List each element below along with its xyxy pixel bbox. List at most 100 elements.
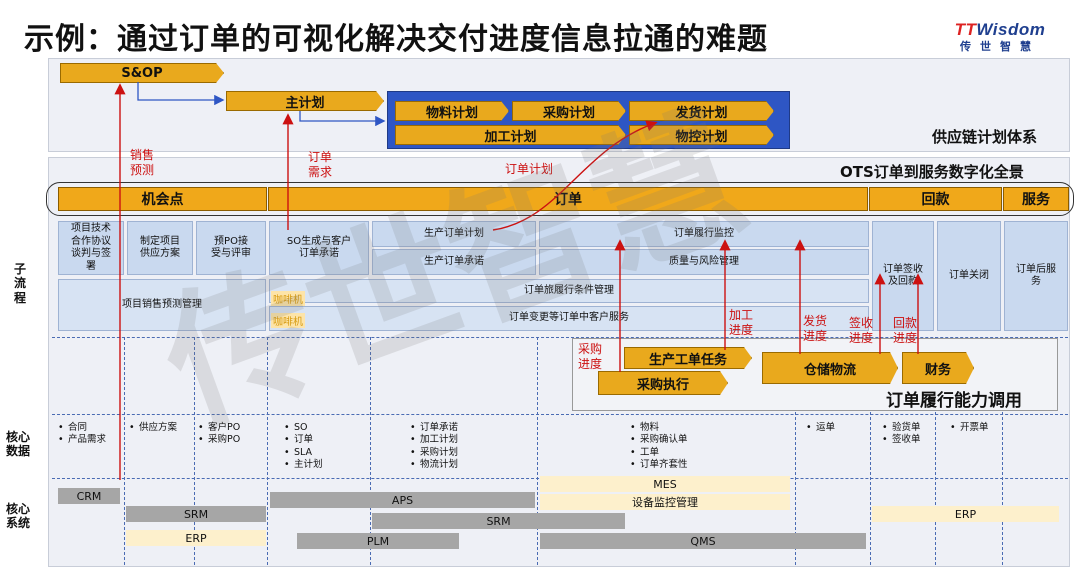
stage-frame — [46, 182, 1074, 216]
system-mes: MES — [540, 476, 790, 492]
label-ship-progress: 发货 进度 — [803, 314, 828, 343]
core-data-text: 工单 — [640, 446, 660, 458]
purchase-plan: 采购计划 — [512, 101, 626, 121]
system-erp-1: ERP — [126, 530, 266, 546]
label-processing-progress: 加工 进度 — [729, 308, 754, 337]
core-data-text: 合同 — [68, 422, 88, 433]
core-data-item: •验货单 — [882, 422, 921, 433]
subprocess-prod-order-commit: 生产订单承诺 — [372, 249, 536, 275]
column-divider — [1002, 337, 1003, 565]
subprocess-order-monitor: 订单履行监控 — [539, 221, 869, 247]
core-data-list: •开票单 — [950, 422, 989, 434]
core-data-item: •运单 — [806, 422, 836, 433]
core-data-text: 加工计划 — [420, 434, 459, 446]
core-data-item: •SO — [284, 422, 308, 433]
label-order-plan: 订单计划 — [505, 162, 554, 176]
column-divider — [795, 337, 796, 565]
planning-caption: 供应链计划体系 — [932, 128, 1038, 146]
highlight-note-2: 咖啡机 — [271, 313, 305, 328]
arrow-master-to-plans — [299, 111, 386, 127]
system-crm: CRM — [58, 488, 120, 504]
subprocess-change-service: 订单变更等订单中客户服务 — [269, 306, 869, 331]
system-plm: PLM — [297, 533, 459, 549]
core-data-list: •供应方案 — [129, 422, 177, 434]
logo-cn: 传世智慧 — [960, 40, 1040, 53]
capability-purchase: 采购执行 — [598, 371, 728, 395]
stage-service: 服务 — [1003, 187, 1069, 211]
core-data-list: •物料•采购确认单•工单•订单齐套性 — [630, 422, 688, 471]
capability-production: 生产工单任务 — [624, 347, 752, 369]
core-data-item: •物料 — [630, 422, 660, 433]
capability-finance: 财务 — [902, 352, 974, 384]
core-data-list: •运单 — [806, 422, 835, 434]
system-srm-2: SRM — [372, 513, 625, 529]
stage-opportunity: 机会点 — [58, 187, 267, 211]
core-data-item: •合同 — [58, 422, 88, 433]
column-divider — [537, 337, 538, 565]
core-data-item: •订单承诺 — [410, 422, 459, 433]
column-divider — [370, 337, 371, 565]
capability-logistics: 仓储物流 — [762, 352, 898, 384]
subprocess-sales-forecast-mgmt: 项目销售预测管理 — [58, 279, 266, 331]
arrow-order-plan — [492, 120, 658, 231]
subprocess-contract: 项目技术 合作协议 谈判与签 署 — [58, 221, 124, 275]
page-title: 示例：通过订单的可视化解决交付进度信息拉通的难题 — [24, 22, 768, 57]
core-data-list: •客户PO•采购PO — [198, 422, 240, 447]
ots-caption: OTS订单到服务数字化全景 — [840, 163, 1024, 181]
subprocess-prod-order-plan: 生产订单计划 — [372, 221, 536, 247]
core-data-item: •工单 — [630, 446, 660, 458]
stage-order: 订单 — [268, 187, 868, 211]
core-data-text: 物料 — [640, 422, 660, 433]
capability-caption: 订单履行能力调用 — [886, 391, 1022, 411]
system-qms: QMS — [540, 533, 866, 549]
label-sign-progress: 签收 进度 — [849, 316, 874, 345]
core-data-item: •采购PO — [198, 434, 241, 446]
arrow-snop-to-master — [137, 82, 225, 106]
label-payment-progress: 回款 进度 — [893, 316, 918, 345]
core-data-text: 产品需求 — [68, 434, 107, 446]
core-data-text: 采购计划 — [420, 446, 459, 458]
core-data-list: •验货单•签收单 — [882, 422, 921, 447]
material-control-plan: 物控计划 — [629, 125, 774, 145]
side-label-core-system: 核心 系统 — [6, 502, 31, 531]
core-data-text: 供应方案 — [139, 422, 178, 433]
label-order-demand: 订单 需求 — [308, 150, 333, 179]
core-data-item: •加工计划 — [410, 434, 459, 446]
core-data-list: •订单承诺•加工计划•采购计划•物流计划 — [410, 422, 458, 471]
shipping-plan: 发货计划 — [629, 101, 774, 121]
system-srm-1: SRM — [126, 506, 266, 522]
core-data-text: 采购PO — [208, 434, 241, 446]
column-divider — [194, 337, 195, 565]
subprocess-sign-payment: 订单签收 及回款 — [872, 221, 934, 331]
core-data-text: 物流计划 — [420, 459, 459, 471]
system-erp-2: ERP — [872, 506, 1059, 522]
subprocess-so: SO生成与客户 订单承诺 — [269, 221, 369, 275]
processing-plan: 加工计划 — [395, 125, 626, 145]
system-aps: APS — [270, 492, 535, 508]
row-divider — [52, 414, 1068, 415]
core-data-item: •产品需求 — [58, 434, 107, 446]
side-label-core-data: 核心 数据 — [6, 430, 31, 459]
core-data-item: •物流计划 — [410, 459, 459, 471]
core-data-text: SLA — [294, 446, 313, 458]
label-purchase-progress: 采购 进度 — [578, 342, 603, 371]
column-divider — [267, 337, 268, 565]
core-data-item: •订单齐套性 — [630, 459, 688, 471]
core-data-list: •SO•订单•SLA•主计划 — [284, 422, 323, 471]
core-data-text: 主计划 — [294, 459, 323, 471]
subprocess-order-close: 订单关闭 — [937, 221, 1001, 331]
system-equipment-monitor: 设备监控管理 — [540, 494, 790, 510]
material-plan: 物料计划 — [395, 101, 509, 121]
subprocess-quality-risk: 质量与风险管理 — [539, 249, 869, 275]
master-plan-box: 主计划 — [226, 91, 384, 111]
core-data-text: 采购确认单 — [640, 434, 688, 446]
core-data-text: 订单 — [294, 434, 314, 446]
core-data-item: •主计划 — [284, 459, 323, 471]
subprocess-pre-po: 预PO接 受与评审 — [196, 221, 266, 275]
core-data-item: •开票单 — [950, 422, 989, 433]
logo-wordmark: TTWisdom — [954, 20, 1046, 39]
stage-payment: 回款 — [869, 187, 1002, 211]
core-data-item: •签收单 — [882, 434, 921, 446]
snop-box: S&OP — [60, 63, 224, 83]
